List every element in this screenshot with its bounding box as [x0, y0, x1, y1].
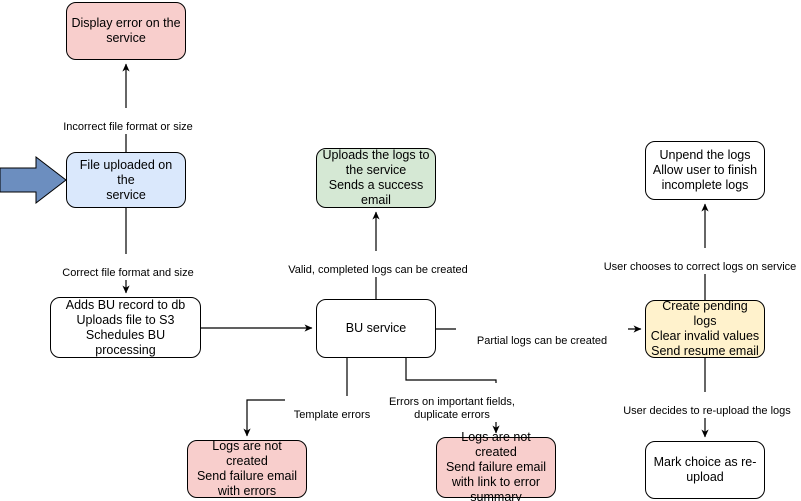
- node-display-error-label: Display error on the service: [71, 16, 181, 45]
- entry-arrow-shape: [0, 155, 67, 205]
- edge-label-template-errors: Template errors: [285, 396, 379, 422]
- node-logs-not-created-summary-label: Logs are not created Send failure email …: [445, 430, 547, 501]
- edge-label-incorrect-format: Incorrect file format or size: [0, 108, 256, 134]
- node-uploads-logs[interactable]: Uploads the logs to the service Sends a …: [316, 148, 436, 208]
- node-unpend-logs-label: Unpend the logs Allow user to finish inc…: [652, 148, 758, 192]
- edge-label-partial-logs: Partial logs can be created: [456, 322, 628, 348]
- edge-label-incorrect-format-text: Incorrect file format or size: [63, 121, 193, 133]
- node-bu-service[interactable]: BU service: [316, 299, 436, 358]
- node-adds-bu-record-label: Adds BU record to db Uploads file to S3 …: [65, 297, 186, 357]
- node-logs-not-created-summary[interactable]: Logs are not created Send failure email …: [436, 430, 556, 501]
- node-create-pending-logs-label: Create pending logs Clear invalid values…: [650, 299, 760, 358]
- edge-label-valid-logs-text: Valid, completed logs can be created: [288, 264, 468, 276]
- edge-label-valid-logs: Valid, completed logs can be created: [256, 251, 500, 277]
- node-mark-choice-reupload[interactable]: Mark choice as re- upload: [645, 441, 765, 499]
- edge-label-user-reupload-text: User decides to re-upload the logs: [623, 405, 791, 417]
- node-file-uploaded-label: File uploaded on the service: [79, 157, 173, 202]
- node-uploads-logs-label: Uploads the logs to the service Sends a …: [322, 148, 430, 207]
- edge-label-user-corrects-logs-text: User chooses to correct logs on service: [603, 261, 797, 273]
- edge-label-correct-format: Correct file format and size: [0, 254, 256, 280]
- node-bu-service-label: BU service: [345, 321, 407, 335]
- node-file-uploaded[interactable]: File uploaded on the service: [66, 152, 186, 208]
- node-logs-not-created-errors[interactable]: Logs are not created Send failure email …: [187, 439, 307, 498]
- node-display-error[interactable]: Display error on the service: [66, 2, 186, 60]
- edge-label-errors-important-fields-text: Errors on important fields, duplicate er…: [389, 396, 515, 421]
- node-adds-bu-record[interactable]: Adds BU record to db Uploads file to S3 …: [50, 297, 201, 358]
- node-logs-not-created-errors-label: Logs are not created Send failure email …: [196, 439, 298, 498]
- edge-label-partial-logs-text: Partial logs can be created: [476, 335, 608, 347]
- edge-label-template-errors-text: Template errors: [293, 409, 371, 421]
- edge-label-correct-format-text: Correct file format and size: [62, 267, 194, 279]
- node-mark-choice-reupload-label: Mark choice as re- upload: [653, 455, 757, 484]
- edge-label-user-corrects-logs: User chooses to correct logs on service: [595, 248, 801, 274]
- edge-label-user-reupload: User decides to re-upload the logs: [613, 392, 801, 418]
- edge-label-errors-important-fields: Errors on important fields, duplicate er…: [380, 383, 524, 422]
- node-create-pending-logs[interactable]: Create pending logs Clear invalid values…: [645, 299, 765, 358]
- node-unpend-logs[interactable]: Unpend the logs Allow user to finish inc…: [645, 141, 765, 200]
